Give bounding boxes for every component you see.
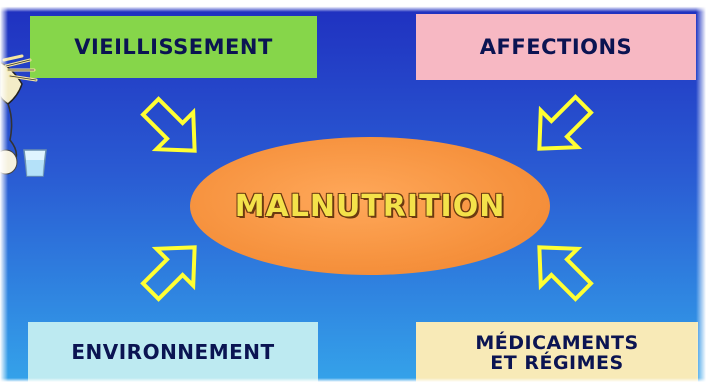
frame-right <box>696 0 706 386</box>
arrow-bottom-left-icon <box>132 229 213 310</box>
arrow-top-left-icon <box>132 88 213 169</box>
factor-label-medicaments-line2: ET RÉGIMES <box>490 352 624 374</box>
factor-label-environnement: ENVIRONNEMENT <box>71 339 275 364</box>
arrow-top-right-icon <box>521 86 602 167</box>
factor-box-vieillissement: VIEILLISSEMENT <box>30 16 317 78</box>
center-ellipse: MALNUTRITION <box>190 137 550 275</box>
frame-top <box>0 0 706 12</box>
center-label: MALNUTRITION <box>234 188 506 224</box>
factor-label-vieillissement: VIEILLISSEMENT <box>74 34 273 59</box>
frame-bottom <box>0 378 706 386</box>
water-glass-icon <box>23 149 47 177</box>
arrow-bottom-right-icon <box>521 229 602 310</box>
factor-label-affections: AFFECTIONS <box>479 34 633 59</box>
factor-box-environnement: ENVIRONNEMENT <box>28 322 318 382</box>
factor-box-affections: AFFECTIONS <box>416 14 696 80</box>
factor-label-medicaments-line1: MÉDICAMENTS <box>475 332 639 355</box>
factor-box-medicaments: MÉDICAMENTS ET RÉGIMES <box>416 322 698 384</box>
frame-left <box>0 0 8 386</box>
